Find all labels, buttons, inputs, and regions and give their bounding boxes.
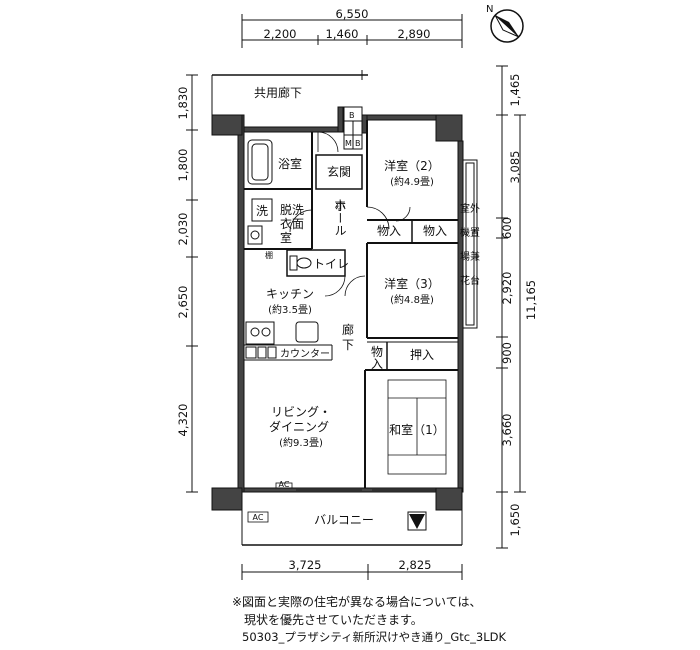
common-corridor (211, 70, 368, 120)
hall-label: ホール (333, 200, 347, 236)
dressing-line1: 脱洗 (280, 202, 304, 217)
western2-name: 洋室（2） (384, 158, 440, 173)
storage-b-label: 物入 (423, 224, 447, 238)
western3-name: 洋室（3） (384, 276, 440, 291)
disclaimer-note: ※図面と実際の住宅が異なる場合については、 現状を優先させていただきます。 (232, 593, 481, 629)
storage-c-1: 物 (371, 345, 383, 359)
washer-label: 洗 (256, 204, 268, 218)
corridor-common-label: 共用廊下 (254, 85, 302, 100)
note-line-2: 現状を優先させていただきます。 (244, 613, 423, 627)
interior-walls (244, 120, 458, 488)
bath-label: 浴室 (278, 156, 302, 171)
dim-right-2: 3,085 (508, 151, 522, 184)
dim-top-total: 6,550 (336, 7, 369, 21)
storage-c-2: 入 (371, 357, 383, 371)
balcony-label: バルコニー (314, 513, 374, 527)
compass-n: N (486, 4, 493, 15)
dim-right-7: 1,650 (508, 504, 522, 537)
western2-size: (約4.9畳) (390, 175, 434, 188)
outdoor-4: 花台 (460, 274, 480, 287)
dim-left-2: 1,800 (176, 149, 190, 182)
dim-left-3: 2,030 (176, 213, 190, 246)
counter-label: カウンター (280, 348, 330, 360)
dim-left-1: 1,830 (176, 87, 190, 120)
dim-top-1: 2,200 (264, 27, 297, 41)
compass-icon (490, 9, 524, 43)
stove-icon (245, 321, 275, 345)
bathtub-icon (247, 139, 273, 185)
sink-icon (247, 225, 263, 245)
mb-b2-label: B (355, 139, 361, 148)
living-line1: リビング・ (271, 405, 331, 419)
outdoor-unit-area (462, 159, 478, 329)
outdoor-2: 機置 (460, 226, 480, 239)
dim-top-3: 2,890 (398, 27, 431, 41)
mb-b-label: B (349, 111, 355, 120)
outdoor-3: 場兼 (460, 250, 480, 263)
bottom-dimensions (241, 564, 463, 580)
kitchen-size: (約3.5畳) (268, 303, 312, 316)
outdoor-1: 室外 (460, 202, 480, 215)
dim-right-6: 3,660 (500, 414, 514, 447)
shelf-label: 棚 (265, 250, 273, 260)
dressing-line2: 衣面 (280, 216, 304, 231)
dim-right-5: 900 (500, 342, 514, 364)
toilet-icon (289, 255, 312, 271)
hallway-1: 廊 (342, 322, 354, 337)
hallway-2: 下 (342, 338, 354, 352)
dim-right-1: 1,465 (508, 74, 522, 107)
left-dimensions (186, 74, 198, 493)
ac-upper-label: AC (279, 480, 290, 489)
ac-lower-label: AC (253, 513, 264, 522)
note-line-1: ※図面と実際の住宅が異なる場合については、 (232, 595, 482, 609)
mb-box (343, 106, 363, 150)
closet-label: 押入 (410, 348, 434, 362)
living-line3: (約9.3畳) (279, 436, 323, 449)
living-line2: ダイニング (269, 419, 329, 434)
dressing-line3: 室 (280, 230, 292, 245)
kitchen-sink-icon (295, 321, 319, 343)
entrance-label: 玄関 (327, 164, 351, 179)
dim-left-5: 4,320 (176, 404, 190, 437)
mb-m-label: M (345, 139, 352, 148)
balcony-outline (241, 510, 463, 546)
japanese-label: 和室（1） (389, 422, 445, 437)
right-dimensions (496, 65, 526, 549)
dim-left-4: 2,650 (176, 286, 190, 319)
washer-icon (251, 198, 273, 222)
dim-right-4: 2,920 (500, 272, 514, 305)
counter-appliance-icon (245, 346, 277, 359)
dim-right-3: 600 (500, 217, 514, 239)
dim-top-2: 1,460 (326, 27, 359, 41)
property-code: 50303_プラザシティ新所沢けやき通り_Gtc_3LDK (242, 630, 507, 644)
toilet-label: トイレ (313, 257, 349, 271)
tatami-pattern (387, 379, 447, 475)
door-swings (289, 131, 411, 297)
top-dimensions (241, 14, 463, 48)
dim-bottom-2: 2,825 (399, 558, 432, 572)
dim-right-total: 11,165 (524, 280, 538, 320)
exterior-walls (211, 106, 464, 511)
bottom-windows (275, 482, 436, 491)
storage-a-label: 物入 (377, 224, 401, 238)
hall-label-top: ホ (334, 198, 346, 212)
kitchen-name: キッチン (266, 287, 314, 301)
balcony-triangle-icon (407, 511, 427, 531)
western3-size: (約4.8畳) (390, 293, 434, 306)
dim-bottom-1: 3,725 (289, 558, 322, 572)
